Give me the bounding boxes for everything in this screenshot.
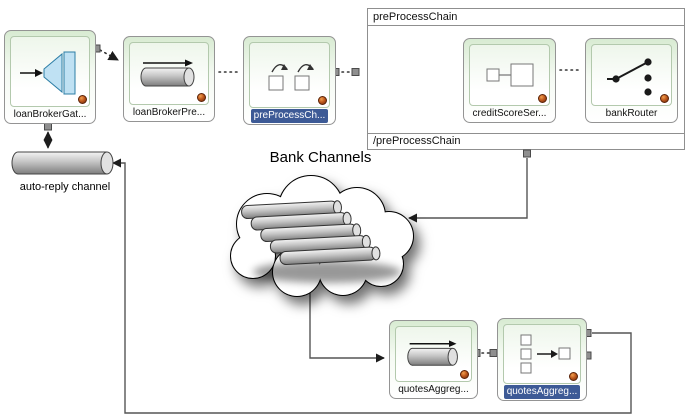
node-bank-router[interactable]: bankRouter <box>585 38 678 123</box>
endpoint-badge-icon <box>460 370 469 379</box>
gateway-icon <box>10 36 90 107</box>
node-label: preProcessCh... <box>244 109 335 124</box>
node-label: loanBrokerPre... <box>132 107 206 118</box>
port-square <box>44 122 52 131</box>
connector-cloud-to-quotes <box>309 289 385 363</box>
port-square <box>351 68 360 76</box>
endpoint-badge-icon <box>569 372 578 381</box>
node-quotes-aggregator[interactable]: quotesAggreg... <box>497 318 587 401</box>
channel-icon <box>395 326 472 382</box>
node-label: quotesAggreg... <box>498 385 586 400</box>
pipes-shadow <box>253 261 401 283</box>
node-quotes-agg-channel[interactable]: quotesAggreg... <box>389 320 478 399</box>
auto-reply-channel-label: auto-reply channel <box>19 181 111 193</box>
service-activator-icon <box>469 44 550 106</box>
endpoint-badge-icon <box>660 94 669 103</box>
channel-pipes-icon <box>241 200 381 266</box>
node-loan-broker-gateway[interactable]: loanBrokerGat... <box>4 30 96 124</box>
node-label: creditScoreSer... <box>472 108 547 119</box>
bank-channels-label: Bank Channels <box>269 149 372 166</box>
port-square <box>489 349 498 357</box>
node-label: bankRouter <box>605 108 658 119</box>
endpoint-badge-icon <box>78 95 87 104</box>
auto-reply-channel-cylinder-icon[interactable] <box>10 149 116 177</box>
node-credit-score-service[interactable]: creditScoreSer... <box>463 38 556 123</box>
node-label: loanBrokerGat... <box>13 109 87 120</box>
chain-open-tag: preProcessChain <box>368 9 684 26</box>
endpoint-badge-icon <box>538 94 547 103</box>
endpoint-badge-icon <box>197 93 206 102</box>
node-label: quotesAggreg... <box>398 384 469 395</box>
bank-channels-cloud[interactable] <box>215 172 420 298</box>
endpoint-badge-icon <box>318 96 327 105</box>
node-loan-broker-pre-channel[interactable]: loanBrokerPre... <box>123 36 215 122</box>
channel-icon <box>129 42 209 105</box>
chain-close-tag: /preProcessChain <box>368 133 684 149</box>
chain-icon <box>249 42 330 108</box>
connector-container-to-cloud <box>408 158 528 223</box>
port-square <box>523 149 531 158</box>
aggregator-icon <box>503 324 581 384</box>
connector-aggregator-feedback <box>112 158 632 414</box>
router-icon <box>591 44 672 106</box>
node-pre-process-chain[interactable]: preProcessCh... <box>243 36 336 125</box>
connector-gateway-to-prechannel <box>99 49 119 61</box>
